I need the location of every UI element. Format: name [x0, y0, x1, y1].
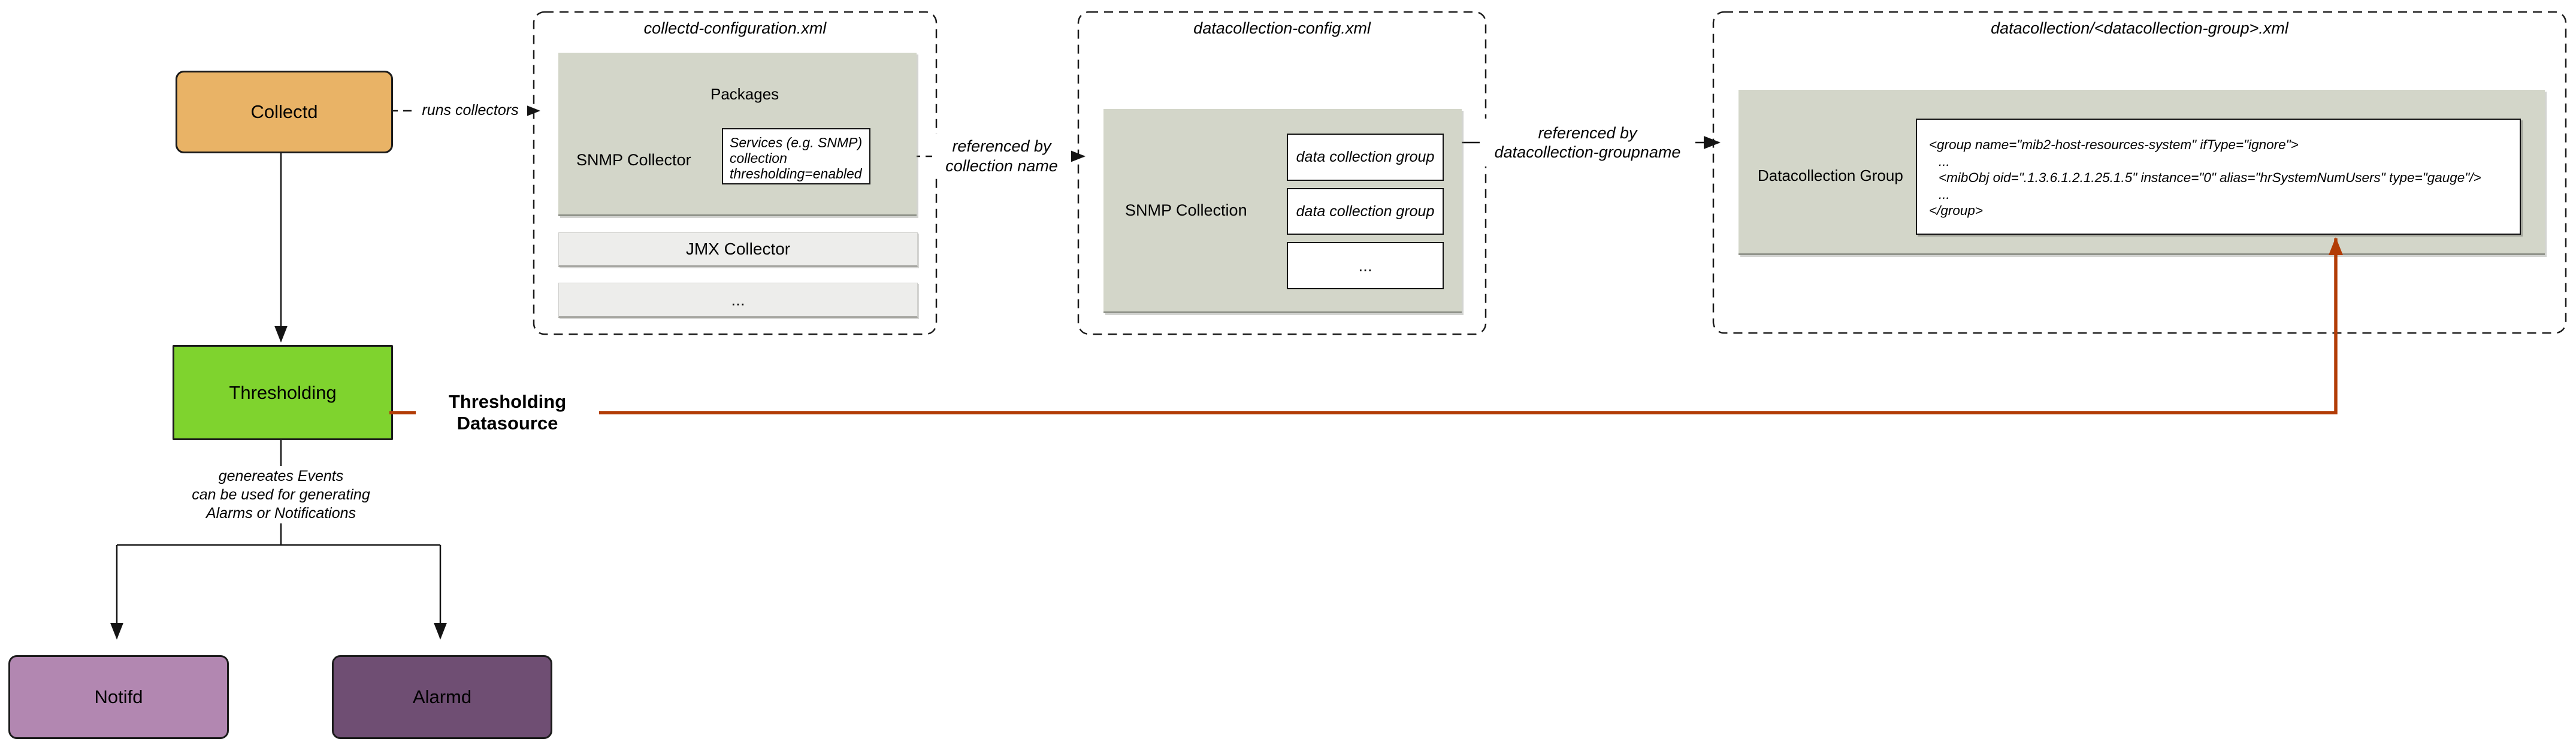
packages-label: Packages	[710, 85, 779, 103]
data-collection-group-more-label: ...	[1358, 256, 1372, 275]
jmx-collector-label: JMX Collector	[685, 240, 791, 258]
data-collection-group-more-box: ...	[1287, 242, 1444, 289]
xml-line: <mibObj oid=".1.3.6.1.2.1.25.1.5" instan…	[1939, 170, 2481, 185]
runs-collectors-text: runs collectors	[422, 101, 519, 119]
datacollection-groupname-text: datacollection-groupname	[1494, 143, 1681, 161]
node-collectd: Collectd	[176, 71, 393, 153]
runs-collectors-label: runs collectors	[413, 96, 527, 125]
data-collection-group-box: data collection group	[1287, 134, 1444, 181]
node-notifd: Notifd	[8, 655, 229, 739]
referenced-by-collection-name-label: referenced by collection name	[932, 134, 1071, 178]
collection-name-text: collection name	[945, 157, 1058, 175]
node-thresholding-label: Thresholding	[229, 381, 337, 403]
thresholding-datasource-label: Thresholding Datasource	[416, 391, 599, 434]
data-collection-group-label: data collection group	[1296, 149, 1435, 165]
services-line: thresholding=enabled	[730, 166, 862, 181]
more-collectors-panel: ...	[558, 283, 918, 318]
data-collection-group-box: data collection group	[1287, 188, 1444, 235]
snmp-collection-label: SNMP Collection	[1125, 201, 1247, 219]
generates-events-line: Alarms or Notifications	[205, 504, 356, 522]
node-notifd-label: Notifd	[94, 686, 143, 707]
xml-line: <group name="mib2-host-resources-system"…	[1929, 137, 2299, 152]
generates-events-line: can be used for generating	[192, 486, 370, 503]
node-alarmd: Alarmd	[332, 655, 552, 739]
generates-events-line: genereates Events	[218, 467, 344, 484]
node-collectd-label: Collectd	[250, 101, 318, 122]
generates-events-label: genereates Events can be used for genera…	[188, 466, 374, 523]
services-line: Services (e.g. SNMP)	[730, 135, 863, 150]
node-thresholding: Thresholding	[173, 345, 393, 440]
services-box: Services (e.g. SNMP) collection threshol…	[722, 128, 870, 184]
more-collectors-label: ...	[731, 290, 745, 309]
datacollection-group-file-title: datacollection/<datacollection-group>.xm…	[1991, 19, 2288, 37]
referenced-by-groupname-label: referenced by datacollection-groupname	[1480, 119, 1695, 166]
data-collection-group-label: data collection group	[1296, 202, 1435, 220]
xml-snippet-box: <group name="mib2-host-resources-system"…	[1916, 119, 2521, 235]
xml-line: ...	[1939, 186, 1950, 202]
node-alarmd-label: Alarmd	[412, 686, 472, 707]
snmp-collector-label: SNMP Collector	[576, 151, 691, 169]
datacollection-config-title: datacollection-config.xml	[1193, 19, 1371, 37]
xml-line: </group>	[1929, 203, 1984, 218]
thresholding-datasource-text: Thresholding Datasource	[448, 391, 567, 434]
services-line: collection	[730, 150, 787, 166]
jmx-collector-panel: JMX Collector	[558, 232, 918, 267]
datacollection-group-label: Datacollection Group	[1758, 166, 1903, 184]
referenced-by-text: referenced by	[952, 137, 1051, 155]
referenced-by-text: referenced by	[1538, 124, 1637, 142]
xml-line: ...	[1939, 153, 1950, 169]
collectd-configuration-title: collectd-configuration.xml	[643, 19, 827, 37]
